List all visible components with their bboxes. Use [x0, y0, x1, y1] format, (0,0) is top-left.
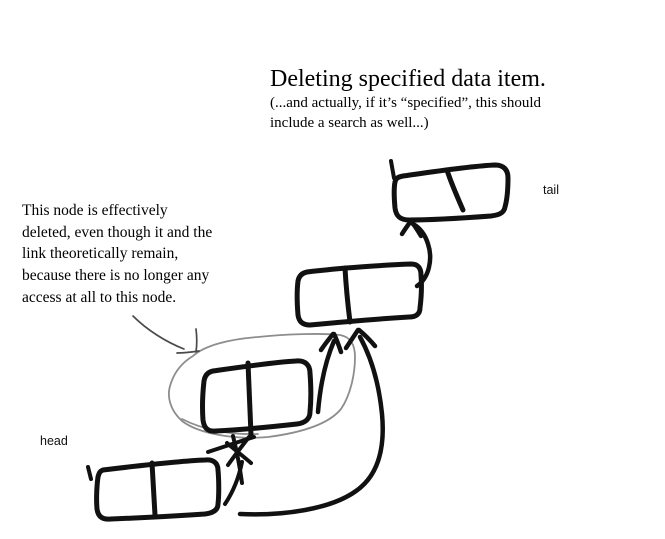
arrow-middle-to-tail — [399, 218, 433, 289]
head-node-divider — [149, 460, 158, 518]
subtitle-line-1: (...and actually, if it’s “specified”, t… — [270, 95, 542, 111]
arrowhead-middle-to-tail — [399, 218, 414, 237]
arrow-deleted-to-middle — [315, 331, 344, 415]
middle-node-divider — [342, 265, 353, 325]
arrow-head-to-middle — [237, 327, 385, 517]
subtitle-line-2: include a search as well...) — [270, 115, 429, 131]
annotation-line-4: because there is no longer any — [22, 267, 210, 285]
deleted-node-divider — [245, 360, 254, 438]
tail-node-box — [389, 159, 511, 223]
title-block: Deleting specified data item. (...and ac… — [270, 66, 630, 133]
annotation-line-5: access at all to this node. — [22, 288, 177, 306]
tail-node-divider — [444, 167, 466, 213]
arrowhead-head-to-middle — [343, 327, 361, 351]
annotation-arrow — [132, 315, 200, 354]
head-label: head — [40, 434, 68, 448]
head-node-box — [86, 457, 222, 522]
annotation-arrowhead — [195, 328, 198, 353]
tail-label: tail — [543, 183, 559, 197]
crossed-out-link-scribble — [206, 434, 256, 506]
middle-node-box — [294, 261, 424, 328]
deleted-node-annotation: This node is effectively deleted, even t… — [22, 200, 272, 309]
annotation-line-3: link theoretically remain, — [22, 245, 179, 263]
arrowhead-deleted-to-middle — [318, 331, 336, 353]
page-title: Deleting specified data item. — [270, 66, 546, 92]
annotation-line-2: deleted, even though it and the — [22, 223, 213, 241]
deleted-node-box — [200, 358, 314, 438]
annotation-line-1: This node is effectively — [22, 202, 168, 219]
